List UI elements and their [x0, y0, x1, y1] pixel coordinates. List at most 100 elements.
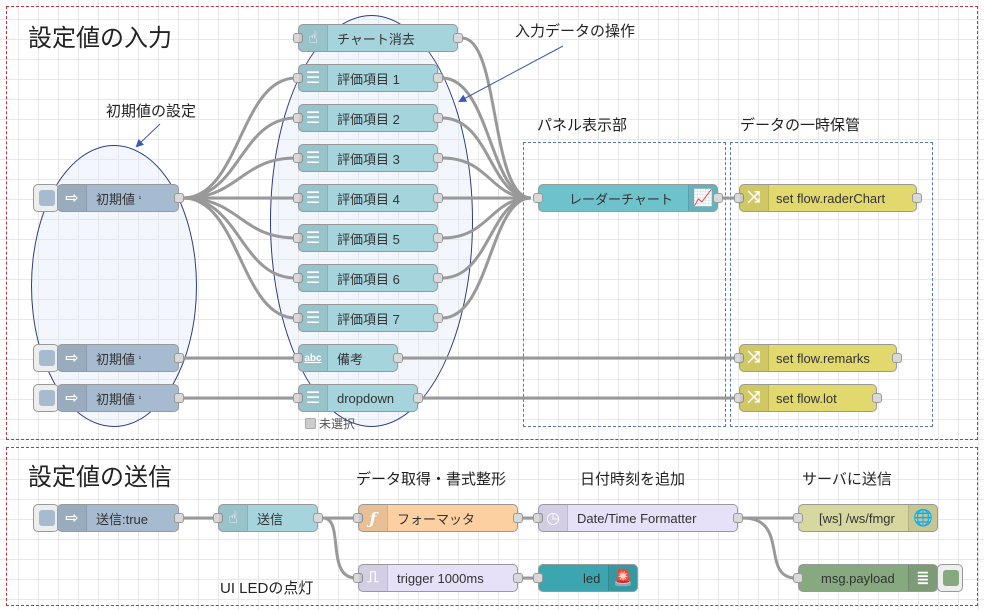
- output-port[interactable]: [433, 273, 443, 283]
- wire: [742, 516, 797, 580]
- input-port[interactable]: [793, 573, 803, 583]
- slider-node[interactable]: ☰ 評価項目 2: [293, 104, 443, 132]
- wire: [182, 196, 297, 240]
- input-port[interactable]: [533, 193, 543, 203]
- hand-pointer-icon: ☝: [219, 505, 248, 531]
- group-input-title: 設定値の入力: [28, 25, 172, 52]
- output-port[interactable]: [174, 353, 184, 363]
- output-port[interactable]: [433, 193, 443, 203]
- function-node-formatter[interactable]: ƒ フォーマッタ: [353, 504, 523, 532]
- change-node-lot[interactable]: ⤨ set flow.lot: [734, 384, 882, 412]
- chart-node-radar[interactable]: レーダーチャート 📈: [533, 184, 723, 212]
- wire: [441, 76, 532, 200]
- inject-node-initial-2[interactable]: ⇨ 初期値 ¹: [57, 344, 184, 372]
- output-port[interactable]: [413, 393, 423, 403]
- input-port[interactable]: [293, 33, 303, 43]
- inject-trigger-button[interactable]: [33, 184, 59, 212]
- debug-node[interactable]: msg.payload ≣: [793, 564, 938, 592]
- button-node-send[interactable]: ☝ 送信: [213, 504, 323, 532]
- input-port[interactable]: [793, 513, 803, 523]
- trigger-node[interactable]: ⎍ trigger 1000ms: [353, 564, 523, 592]
- input-port[interactable]: [293, 353, 303, 363]
- annotation-input-operation: 入力データの操作: [515, 23, 636, 40]
- shuffle-icon: ⤨: [740, 385, 769, 411]
- input-port[interactable]: [213, 513, 223, 523]
- led-node[interactable]: led 🚨: [533, 564, 638, 592]
- output-port[interactable]: [433, 233, 443, 243]
- input-port[interactable]: [734, 393, 744, 403]
- group-send-title: 設定値の送信: [28, 464, 172, 491]
- wire: [441, 196, 532, 320]
- sliders-icon: ☰: [299, 145, 328, 171]
- text-input-node-remarks[interactable]: abc 備考: [293, 344, 403, 372]
- output-port[interactable]: [433, 313, 443, 323]
- output-port[interactable]: [453, 33, 463, 43]
- output-port[interactable]: [513, 573, 523, 583]
- slider-node[interactable]: ☰ 評価項目 3: [293, 144, 443, 172]
- globe-icon: 🌐: [908, 505, 937, 531]
- slider-node[interactable]: ☰ 評価項目 7: [293, 304, 443, 332]
- output-port[interactable]: [174, 513, 184, 523]
- wire: [461, 36, 532, 200]
- button-node-clear-chart[interactable]: ☝ チャート消去: [293, 24, 463, 52]
- input-port[interactable]: [734, 353, 744, 363]
- annotation-ui-led: UI LEDの点灯: [220, 580, 314, 597]
- inject-trigger-button[interactable]: [33, 384, 59, 412]
- input-port[interactable]: [293, 113, 303, 123]
- debug-toggle-button[interactable]: [937, 564, 963, 592]
- group-storage: [730, 142, 933, 427]
- input-port[interactable]: [293, 393, 303, 403]
- output-port[interactable]: [433, 153, 443, 163]
- input-port[interactable]: [734, 193, 744, 203]
- input-port[interactable]: [353, 573, 363, 583]
- annotation-add-datetime: 日付時刻を追加: [580, 471, 686, 488]
- group-input: [6, 6, 978, 440]
- output-port[interactable]: [733, 513, 743, 523]
- output-port[interactable]: [872, 393, 882, 403]
- input-port[interactable]: [293, 313, 303, 323]
- input-port[interactable]: [293, 273, 303, 283]
- output-port[interactable]: [393, 353, 403, 363]
- line-chart-icon: 📈: [688, 185, 717, 211]
- output-port[interactable]: [433, 73, 443, 83]
- input-port[interactable]: [293, 233, 303, 243]
- slider-node[interactable]: ☰ 評価項目 1: [293, 64, 443, 92]
- input-port[interactable]: [533, 573, 543, 583]
- input-port[interactable]: [293, 193, 303, 203]
- output-port[interactable]: [433, 113, 443, 123]
- slider-node[interactable]: ☰ 評価項目 6: [293, 264, 443, 292]
- inject-node-send[interactable]: ⇨ 送信:true: [57, 504, 184, 532]
- input-port[interactable]: [293, 153, 303, 163]
- arrow-right-icon: ⇨: [58, 505, 87, 531]
- output-port[interactable]: [912, 193, 922, 203]
- output-port[interactable]: [174, 393, 184, 403]
- output-port[interactable]: [313, 513, 323, 523]
- slider-node[interactable]: ☰ 評価項目 4: [293, 184, 443, 212]
- output-port[interactable]: [713, 193, 723, 203]
- input-port[interactable]: [293, 73, 303, 83]
- wire: [182, 116, 297, 200]
- inject-trigger-button[interactable]: [33, 344, 59, 372]
- inject-node-initial-3[interactable]: ⇨ 初期値 ¹: [57, 384, 184, 412]
- change-node-raderchart[interactable]: ⤨ set flow.raderChart: [734, 184, 922, 212]
- input-port[interactable]: [353, 513, 363, 523]
- wire: [182, 156, 297, 200]
- shuffle-icon: ⤨: [740, 345, 769, 371]
- group-send: [6, 447, 978, 606]
- websocket-out-node[interactable]: [ws] /ws/fmgr 🌐: [793, 504, 938, 532]
- output-port[interactable]: [892, 353, 902, 363]
- datetime-node-formatter[interactable]: ◷ Date/Time Formatter: [533, 504, 743, 532]
- wire: [441, 156, 532, 200]
- output-port[interactable]: [513, 513, 523, 523]
- inject-node-initial-1[interactable]: ⇨ 初期値 ¹: [57, 184, 184, 212]
- annotation-arrow: [135, 123, 161, 148]
- dropdown-node[interactable]: ☰ dropdown: [293, 384, 423, 412]
- sliders-icon: ☰: [299, 105, 328, 131]
- output-port[interactable]: [174, 193, 184, 203]
- sliders-icon: ☰: [299, 225, 328, 251]
- inject-trigger-button[interactable]: [33, 504, 59, 532]
- change-node-remarks[interactable]: ⤨ set flow.remarks: [734, 344, 902, 372]
- input-port[interactable]: [533, 513, 543, 523]
- slider-node[interactable]: ☰ 評価項目 5: [293, 224, 443, 252]
